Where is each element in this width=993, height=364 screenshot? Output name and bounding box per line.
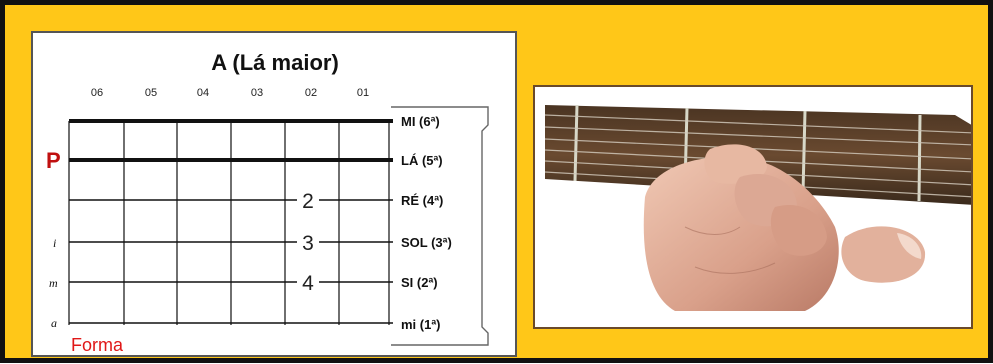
finger-bg <box>297 271 319 293</box>
finger-bg <box>297 189 319 211</box>
chord-photo-panel <box>533 85 973 329</box>
finger-number-3: 3 <box>302 232 314 255</box>
fret-header-03: 03 <box>251 87 263 99</box>
chord-title: A (Lá maior) <box>211 50 339 75</box>
fret-header-05: 05 <box>145 87 157 99</box>
guitar-chord-hand-photo-icon <box>535 87 971 327</box>
finger-bg <box>297 231 319 253</box>
fret-header-06: 06 <box>91 87 103 99</box>
chord-diagram-panel: A (Lá maior) 06 05 04 03 02 01 <box>31 31 517 357</box>
finger-number-4: 4 <box>302 272 314 295</box>
string-name-sol3: SOL (3ª) <box>401 235 452 250</box>
string-name-mi6: MI (6ª) <box>401 114 440 129</box>
string-name-mi1: mi (1ª) <box>401 317 440 332</box>
string-name-re4: RÉ (4ª) <box>401 193 443 208</box>
fret-lines <box>68 121 390 325</box>
chord-diagram: A (Lá maior) 06 05 04 03 02 01 <box>46 50 489 355</box>
right-hand-marker-m: m <box>49 276 58 290</box>
string-name-bracket <box>391 106 489 346</box>
right-hand-marker-i: i <box>53 236 56 250</box>
string-name-si2: SI (2ª) <box>401 275 438 290</box>
string-name-la5: LÁ (5ª) <box>401 153 443 168</box>
fret-header-04: 04 <box>197 87 209 99</box>
fret-header-01: 01 <box>357 87 369 99</box>
fret-header-02: 02 <box>305 87 317 99</box>
right-hand-marker-p: P <box>46 148 61 173</box>
forma-label: Forma <box>71 335 124 355</box>
right-hand-marker-a: a <box>51 316 57 330</box>
string-lines <box>69 119 393 324</box>
finger-number-2: 2 <box>302 190 314 213</box>
